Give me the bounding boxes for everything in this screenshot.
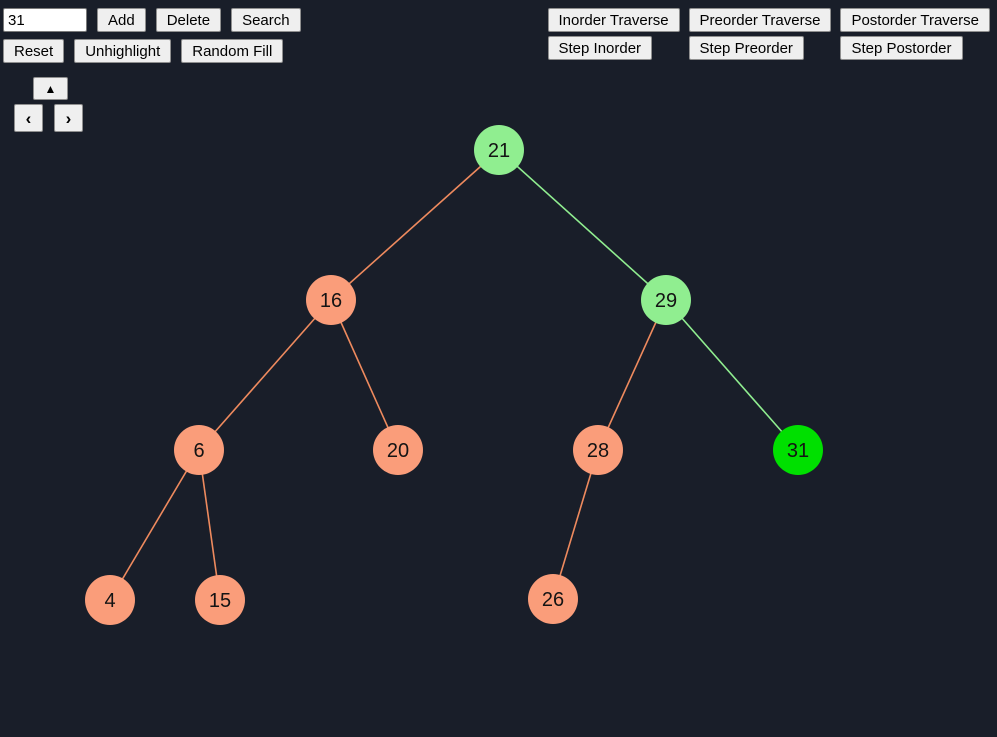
preorder-traverse-button[interactable]: Preorder Traverse [688,8,832,32]
tree-node: 4 [85,575,135,625]
random-fill-button[interactable]: Random Fill [181,39,284,63]
tree-edge [330,299,399,451]
delete-button[interactable]: Delete [155,8,222,32]
tree-node: 31 [773,425,823,475]
inorder-traverse-button[interactable]: Inorder Traverse [547,8,680,32]
toolbar-left: Add Delete Search Reset Unhighlight Rand… [3,8,301,63]
step-preorder-button[interactable]: Step Preorder [688,36,804,60]
tree-node-circle [306,275,356,325]
add-button[interactable]: Add [97,8,146,32]
tree-node: 15 [195,575,245,625]
tree-edge [330,149,500,301]
tree-node-label: 21 [488,140,510,162]
toolbar-left-row-1: Add Delete Search [3,8,301,32]
tree-node-label: 4 [104,590,115,612]
tree-edge [198,299,332,451]
value-input[interactable] [3,8,87,32]
tree-node-circle [373,425,423,475]
tree-node-circle [573,425,623,475]
postorder-column: Postorder Traverse Step Postorder [840,8,990,60]
toolbar-right: Inorder Traverse Step Inorder Preorder T… [547,8,990,60]
tree-node-circle [641,275,691,325]
reset-button[interactable]: Reset [3,39,65,63]
step-postorder-button[interactable]: Step Postorder [840,36,963,60]
tree-node-circle [174,425,224,475]
tree-edge [109,449,200,601]
tree-node: 26 [528,574,578,624]
step-inorder-button[interactable]: Step Inorder [547,36,653,60]
tree-edge [198,449,221,601]
tree-node-circle [474,125,524,175]
tree-node: 20 [373,425,423,475]
tree-node: 16 [306,275,356,325]
pan-left-button[interactable]: ‹ [14,104,43,132]
tree-node: 6 [174,425,224,475]
tree-node-label: 28 [587,440,609,462]
tree-node: 28 [573,425,623,475]
preorder-column: Preorder Traverse Step Preorder [688,8,832,60]
tree-node-circle [195,575,245,625]
tree-node-label: 31 [787,440,809,462]
postorder-traverse-button[interactable]: Postorder Traverse [840,8,990,32]
tree-edge [498,149,667,301]
tree-node: 29 [641,275,691,325]
unhighlight-button[interactable]: Unhighlight [74,39,172,63]
tree-node-label: 29 [655,290,677,312]
tree-node-circle [528,574,578,624]
tree-edge [597,299,667,451]
tree-node-label: 16 [320,290,342,312]
tree-node-label: 15 [209,590,231,612]
toolbar-left-row-2: Reset Unhighlight Random Fill [3,39,301,63]
tree-node-label: 26 [542,589,564,611]
tree-node-label: 6 [193,440,204,462]
pan-up-button[interactable]: ▲ [33,77,68,100]
search-button[interactable]: Search [231,8,301,32]
pan-right-button[interactable]: › [54,104,83,132]
tree-edge [552,449,599,600]
inorder-column: Inorder Traverse Step Inorder [547,8,680,60]
tree-node-label: 20 [387,440,409,462]
tree-node-circle [85,575,135,625]
tree-node: 21 [474,125,524,175]
tree-edge [665,299,799,451]
tree-node-circle [773,425,823,475]
